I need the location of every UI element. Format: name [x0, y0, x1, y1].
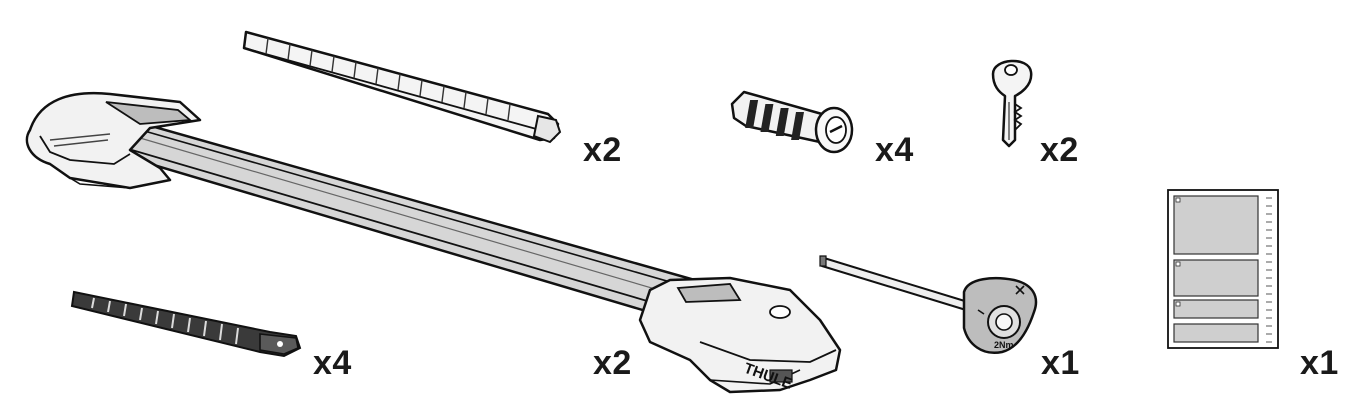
instruction-manual-quantity: x1 [1300, 344, 1339, 382]
crossbar-illustration: THULE [25, 91, 842, 394]
torque-tool-quantity: x1 [1041, 344, 1080, 382]
rubber-strip-quantity: x2 [583, 131, 622, 169]
key-illustration [991, 59, 1033, 148]
key-quantity: x2 [1040, 131, 1079, 169]
strap-quantity: x4 [313, 344, 352, 382]
rubber-strip-illustration [242, 30, 562, 144]
strap-illustration [70, 290, 302, 358]
torque-value-label: 2Nm [994, 340, 1014, 350]
torque-tool-illustration: 2Nm [819, 255, 1038, 355]
lock-cylinder-quantity: x4 [875, 131, 914, 169]
crossbar-quantity: x2 [593, 344, 632, 382]
lock-cylinder-illustration [730, 90, 854, 154]
instruction-manual-illustration [1167, 189, 1279, 349]
